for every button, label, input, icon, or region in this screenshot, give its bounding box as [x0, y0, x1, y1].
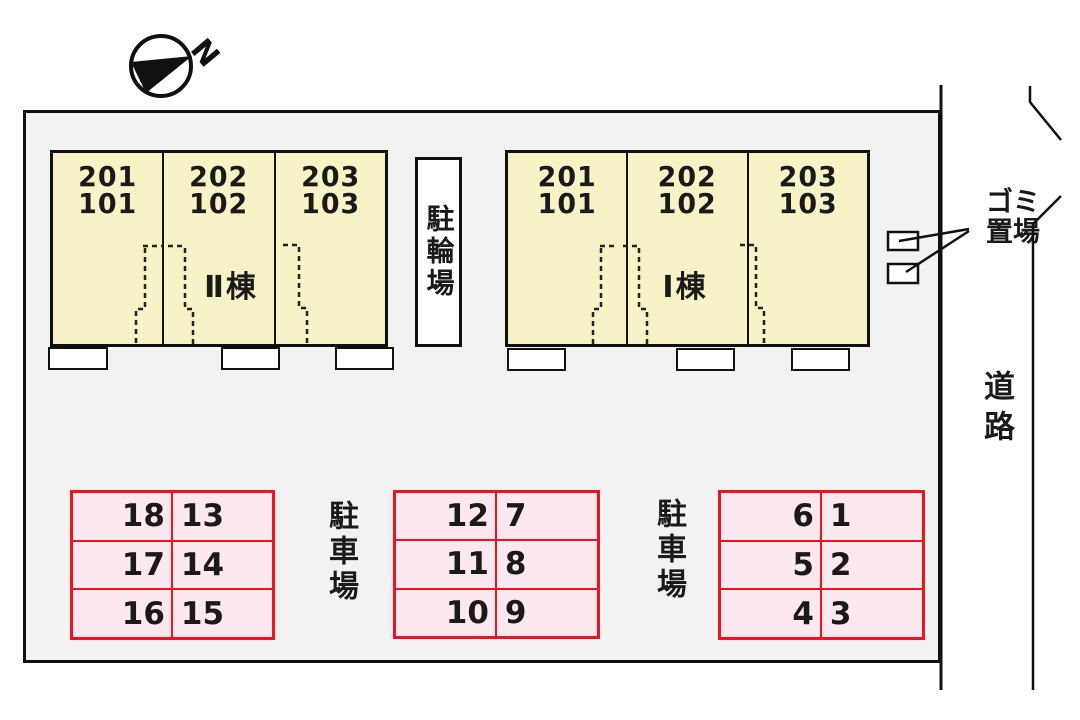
- building-2-unit-2: 202 102: [164, 153, 276, 344]
- unit-number-lower: 103: [300, 187, 360, 220]
- unit-number-lower: 102: [657, 187, 717, 220]
- garbage-area-label: ゴミ 置場: [956, 188, 1040, 248]
- parking-space: 10: [396, 589, 497, 636]
- parking-space: 4: [721, 590, 822, 638]
- parking-space: 16: [73, 590, 173, 638]
- garbage-label-line2: 置場: [986, 217, 1040, 248]
- road-label: 道路: [978, 370, 1014, 450]
- building-1: 201 101 202 102 203 103: [505, 150, 870, 347]
- bicycle-parking-area: 駐輪場: [415, 157, 462, 347]
- unit-number-lower: 102: [189, 187, 249, 220]
- building-2-unit-3: 203 103: [276, 153, 385, 344]
- parking-space: 14: [180, 547, 225, 583]
- unit-number-upper: 201: [537, 160, 597, 193]
- parking-row: 6 1: [721, 493, 922, 542]
- porch: [507, 348, 566, 371]
- parking-space: 12: [396, 493, 497, 540]
- unit-number-upper: 201: [78, 160, 138, 193]
- parking-area-label: 駐車場: [323, 500, 358, 605]
- parking-row: 12 7: [396, 493, 597, 542]
- north-compass-icon: N: [129, 32, 226, 98]
- parking-space: 8: [504, 546, 527, 583]
- unit-number-lower: 101: [78, 187, 138, 220]
- parking-space: 13: [180, 498, 225, 535]
- porch: [335, 347, 394, 370]
- parking-row: 11 8: [396, 541, 597, 590]
- parking-row: 16 15: [73, 590, 272, 638]
- building-2-name: Ⅱ棟: [204, 270, 258, 305]
- parking-block-right: 6 1 5 2 4 3: [718, 490, 925, 640]
- building-1-name: Ⅰ棟: [662, 270, 708, 305]
- parking-space: 6: [721, 493, 822, 540]
- building-2-unit-1: 201 101: [53, 153, 165, 344]
- bicycle-parking-label: 駐輪場: [422, 204, 456, 300]
- parking-row: 4 3: [721, 590, 922, 638]
- parking-row: 10 9: [396, 589, 597, 636]
- unit-number-upper: 202: [657, 160, 717, 193]
- building-1-unit-1: 201 101: [508, 153, 629, 344]
- parking-row: 18 13: [73, 493, 272, 542]
- building-2: 201 101 202 102 203 103: [50, 150, 388, 347]
- building-1-unit-2: 202 102: [628, 153, 749, 344]
- porch: [676, 348, 735, 371]
- building-1-unit-3: 203 103: [749, 153, 867, 344]
- road-edge-line-outer-bottom: [1031, 195, 1062, 690]
- road-edge-line-outer-top: [1028, 86, 1062, 141]
- parking-space: 9: [504, 594, 527, 631]
- porch: [221, 347, 280, 370]
- parking-space: 17: [73, 541, 173, 589]
- porch: [48, 347, 108, 370]
- unit-number-upper: 203: [300, 160, 360, 193]
- parking-space: 18: [73, 493, 173, 540]
- parking-space: 5: [721, 541, 822, 589]
- unit-number-upper: 202: [189, 160, 249, 193]
- parking-space: 3: [829, 595, 852, 632]
- north-label: N: [183, 32, 226, 74]
- unit-number-upper: 203: [778, 160, 838, 193]
- unit-number-lower: 101: [537, 187, 597, 220]
- parking-row: 5 2: [721, 541, 922, 591]
- porch: [791, 348, 850, 371]
- parking-block-middle: 12 7 11 8 10 9: [393, 490, 600, 639]
- parking-space: 2: [829, 547, 852, 583]
- parking-space: 11: [396, 541, 497, 588]
- parking-row: 17 14: [73, 541, 272, 591]
- parking-space: 7: [504, 498, 527, 535]
- unit-number-lower: 103: [778, 187, 838, 220]
- parking-space: 1: [829, 498, 852, 535]
- garbage-label-line1: ゴミ: [986, 187, 1040, 218]
- parking-space: 15: [180, 595, 225, 632]
- parking-area-label: 駐車場: [651, 498, 686, 603]
- parking-block-left: 18 13 17 14 16 15: [70, 490, 275, 640]
